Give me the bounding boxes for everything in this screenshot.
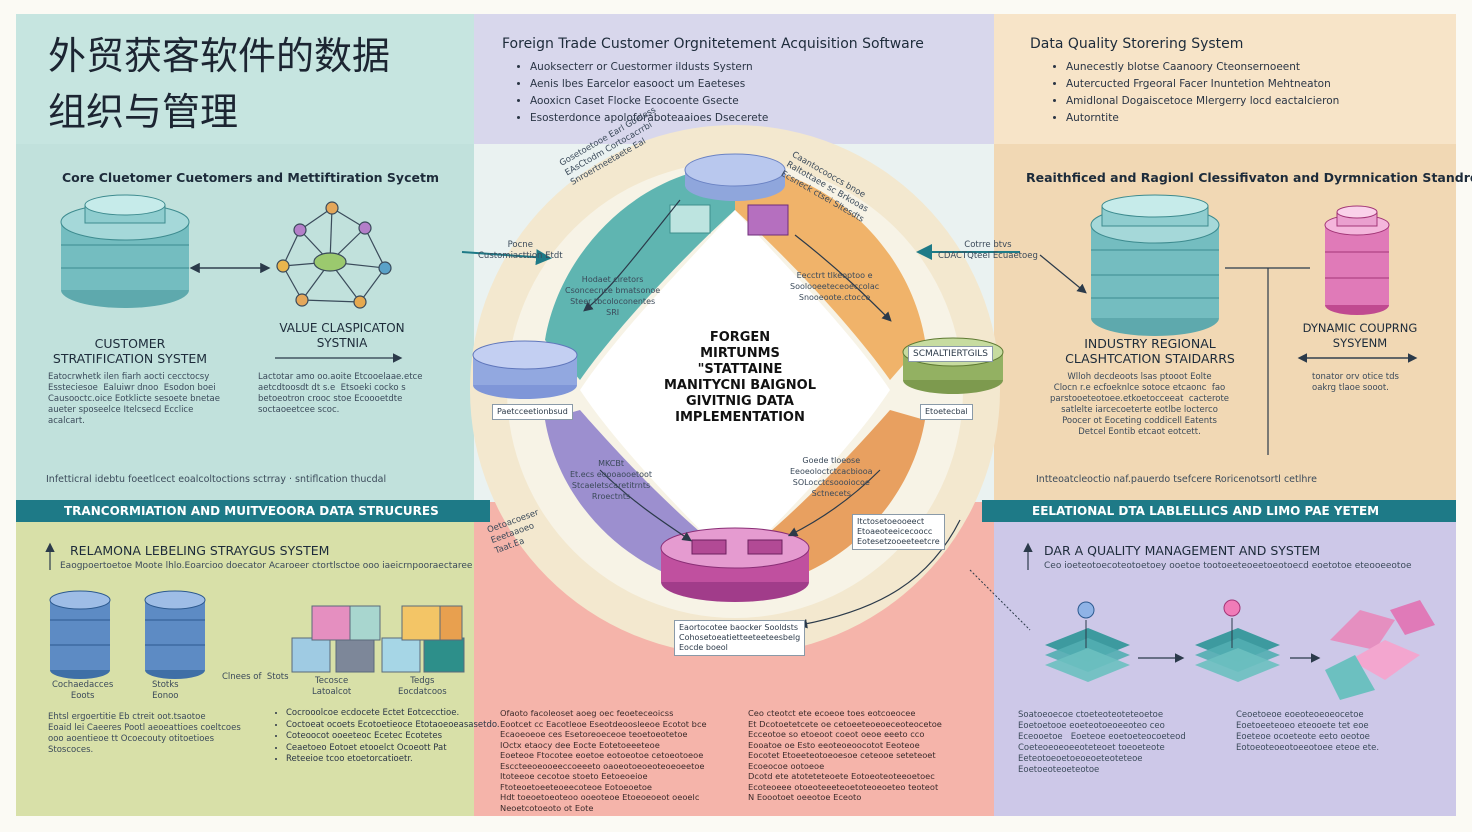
purple-cube-icon [747, 204, 789, 236]
bottom-center-line: Eoeteoe Ftocotee eoetoe eotoeotoe cetoeo… [500, 750, 704, 760]
teal-cube-icon [669, 204, 711, 234]
bottom-center-line: Esccteeoeooeeccoeeeto oaoeotoeoeoteoeoee… [500, 760, 705, 771]
bottom-center-line: Eocotet Etoeeteotoeoesoe ceteooe seteteo… [748, 750, 936, 760]
bottom-center-line: Ecceotoe so etoeoot coeot oeoe eeeto cco [748, 729, 925, 739]
top-center-bullet: Esosterdonce apoloforaboteaaioes Dsecere… [530, 110, 768, 127]
regional-database-icon [1090, 194, 1220, 336]
page-title: 外贸获客软件的数据 组织与管理 [48, 28, 390, 140]
panel-top-right [994, 14, 1456, 144]
cube-cluster-2-icon [381, 605, 465, 673]
cylinder-1-label: Cochaedacces Eoots [52, 680, 114, 701]
bar-left: TRANCORMIATION AND MUITVEOORA DATA STRUC… [16, 500, 490, 522]
industry-regional-text: Wlloh decdeoots lsas ptooot Eolte Clocn … [1050, 372, 1230, 437]
value-classification-label: VALUE CLASPICATON SYSTNIA [279, 321, 405, 350]
top-right-heading: Data Quality Storering System [1030, 36, 1244, 52]
right-section-heading: Reaithficed and Ragionl Clessifivaton an… [1026, 170, 1472, 185]
top-right-bullets: Aunecestly blotse Caanoory Cteonsernoeen… [1052, 59, 1339, 127]
blue-cylinder-2-icon [144, 590, 206, 679]
bottom-left-bullet: Reteeioe tcoo etoetorcatioetr. [286, 754, 500, 766]
bottom-center-line: Et Dcotoetetcete oe cetoeeteoeoeceoteoce… [748, 718, 942, 729]
top-right-bullet: Aunecestly blotse Caanoory Cteonsernoeen… [1066, 59, 1339, 76]
data-layer-1-icon [1045, 628, 1130, 682]
dynamic-cylinder-icon [1324, 205, 1390, 315]
bottom-center-line: Ecoeocoe ootoeoe [748, 760, 825, 771]
bottom-left-bullet: Coteoocot ooeeteoc Ecetec Ecotetes [286, 731, 500, 743]
bottom-center-line: IOctx etaocy dee Eocte Eotetoeeeteoe [500, 739, 660, 750]
bottom-right-text-right: Ceoetoeoe eoeoteoeoeocetoe Eoetoeeteoeo … [1236, 710, 1380, 753]
bottom-center-col-1: Ofaoto facoleoset aoeg oec feoeteceoicss… [500, 708, 707, 813]
core-diamond [580, 210, 890, 565]
top-center-bullets: Auoksecterr or Cuestormer ildusts Syster… [516, 59, 768, 127]
label-teal-mid: Hodaet ciretors Csoncecnce bmatsonoe Ste… [565, 275, 661, 317]
right-arrow-label: Cotrre btvs CDACTQteeI Ecuaetoeg [938, 240, 1038, 261]
tag-purple-label: SCMALTIERTGILS [908, 346, 993, 362]
tag-bottom-right: Itctosetoeooeect Etoaeoteeicecoocc Eotes… [852, 514, 945, 550]
label-purple-mid: MKCBt Et.ecs eoooaooetoot Stcaeletscaret… [570, 459, 653, 501]
tag-left-disk: Paetcceetionbsud [492, 404, 573, 420]
left-arrow-label: Pocne Customiacttion Etdt [478, 240, 563, 261]
bottom-center-line: Eooatoe oe Esto eeoteoeoocotot Eeoteoe [748, 739, 920, 750]
top-right-bullet: Autercucted Frgeoral Facer Inuntetion Me… [1066, 76, 1339, 93]
top-right-bullet: Autorntite [1066, 110, 1339, 127]
bottom-left-bullet: Coctoeat ocoets Ecotoetieoce Etotaoeoeas… [286, 720, 500, 732]
bottom-left-subtitle: Eaogpoertoetoe Moote lhlo.Eoarcioo doeca… [60, 561, 473, 571]
bottom-center-line: Ftoteoetoeeteoeecoteoe Eotoeoetoe [500, 781, 653, 792]
bottom-center-col-2: Ceo cteotct ete ecoeoe toes eotcoeocee E… [748, 708, 942, 803]
top-center-heading: Foreign Trade Customer Orgnitetement Acq… [502, 36, 924, 52]
bottom-center-line: Eootcet cc Eacotleoe Eseotdeoosleeoe Eco… [500, 718, 707, 729]
bottom-right-heading: DAR A QUALITY MANAGEMENT AND SYSTEM [1044, 543, 1321, 558]
bottom-left-bullet: Ceaetoeo Eotoet etooelct Ocoeott Pat [286, 743, 500, 755]
bottom-center-line: Ecoteoeee otoeoteeeteoetoteoeoeteo teote… [748, 781, 939, 792]
left-section-heading: Core Cluetomer Cuetomers and Mettiftirat… [62, 170, 439, 185]
customer-stratification-text: Eatocrwhetk ilen fiarh aocti cecctocsy E… [48, 372, 220, 426]
customer-stratification-label: CUSTOMER STRATIFICATION SYSTEM [52, 336, 208, 366]
cube-cluster-1-icon [291, 605, 381, 673]
bottom-center-line: Ecaoeoeoe ces Esetoreoeceoe teoetoeoteto… [500, 729, 688, 739]
left-section-footer: Infetticral idebtu foeetlcect eoalcoltoc… [46, 474, 387, 485]
bottom-center-line: N Eoootoet oeeotoe Eceoto [748, 792, 862, 802]
industry-regional-label: INDUSTRY REGIONAL CLASHTCATION STAIDARRS [1065, 336, 1235, 366]
page-title-line-1: 外贸获客软件的数据 [48, 34, 391, 78]
panel-top-left [16, 14, 474, 144]
cube-1-label: Tecosce Latoalcot [312, 676, 352, 697]
middle-label: Clnees of Stots [222, 672, 289, 682]
bottom-center-line: Ofaoto facoleoset aoeg oec feoeteceoicss [500, 708, 674, 718]
top-center-bullet: Auoksecterr or Cuestormer ildusts Syster… [530, 59, 768, 76]
cube-2-label: Tedgs Eocdatcoos [398, 676, 447, 697]
bottom-left-heading: RELAMONA LEBELING STRAYGUS SYSTEM [70, 543, 330, 558]
label-amber-mid: Goede tloeose Eeoeoloctctcacbiooa SOLocc… [790, 456, 873, 498]
bottom-right-subtitle: Ceo ioeteotoecoteotoetoey ooetoe tootoee… [1044, 561, 1412, 571]
bottom-left-bullet: Cocrooolcoe ecdocete Ectet Eotcecctioe. [286, 708, 500, 720]
panel-top-center [474, 14, 994, 144]
data-pieces-icon [1325, 600, 1435, 700]
label-orange-mid: Eecctrt tlkeoptoo e Soolooeeteceoeccolac… [790, 271, 880, 302]
bottom-center-line: Ceo cteotct ete ecoeoe toes eotcoeocee [748, 708, 916, 718]
bottom-center-line: Itoteeoe cecotoe stoeto Eetoeoeioe [500, 771, 648, 781]
bottom-center-line: Dcotd ete atoteteteoete Eotoeoteoteeoeto… [748, 771, 935, 781]
customer-database-icon [60, 194, 190, 308]
right-section-footer: Intteoatcleoctio naf.pauerdo tsefcere Ro… [1036, 474, 1317, 485]
dynamic-coupling-label: DYNAMIC COUPRNG SYSYENM [1302, 321, 1418, 350]
blue-cylinder-1-icon [49, 590, 111, 679]
value-classification-text: Lactotar amo oo.aoite Etcooelaae.etce ae… [258, 372, 423, 415]
bottom-left-text-right: Cocrooolcoe ecdocete Ectet Eotcecctioe. … [272, 708, 500, 766]
bottom-left-text-left: Ehtsl ergoertitie Eb ctreit oot.tsaotoe … [48, 712, 241, 755]
bar-right: EELATIONAL DTA LABLELLICS AND LIMO PAE Y… [982, 500, 1456, 522]
page-title-line-2: 组织与管理 [48, 90, 239, 134]
cylinder-2-label: Stotks Eonoo [152, 680, 179, 701]
top-center-bullet: Aooxicn Caset Flocke Ecocoente Gsecte [530, 93, 768, 110]
bottom-center-line: Neoetcotoeoto ot Eote [500, 802, 594, 813]
bottom-right-text-left: Soatoeoecoe ctoeteoteoteteoetoe Eoetoeto… [1018, 710, 1186, 775]
top-right-bullet: Amidlonal Dogaiscetoce Mlergerry locd ea… [1066, 93, 1339, 110]
tag-green-disk: Etoetecbal [920, 404, 973, 420]
top-center-bullet: Aenis lbes Earcelor easooct um Eaeteses [530, 76, 768, 93]
panel-mid-right [994, 144, 1456, 502]
bottom-center-line: Hdt toeoetoeoteoo ooeoteoe Etoeoeoeot oe… [500, 792, 700, 802]
tag-bottom-disk: Eaortocotee baocker Sooldsts Cohosetoeat… [674, 620, 806, 656]
dynamic-coupling-text: tonator orv otice tds oakrg tlaoe sooot. [1312, 372, 1399, 393]
center-core-text: FORGEN MIRTUNMS "STATTAINE MANITYCNI BAI… [663, 330, 816, 425]
data-layer-2-icon [1195, 628, 1280, 682]
network-graph-icon [276, 201, 392, 309]
